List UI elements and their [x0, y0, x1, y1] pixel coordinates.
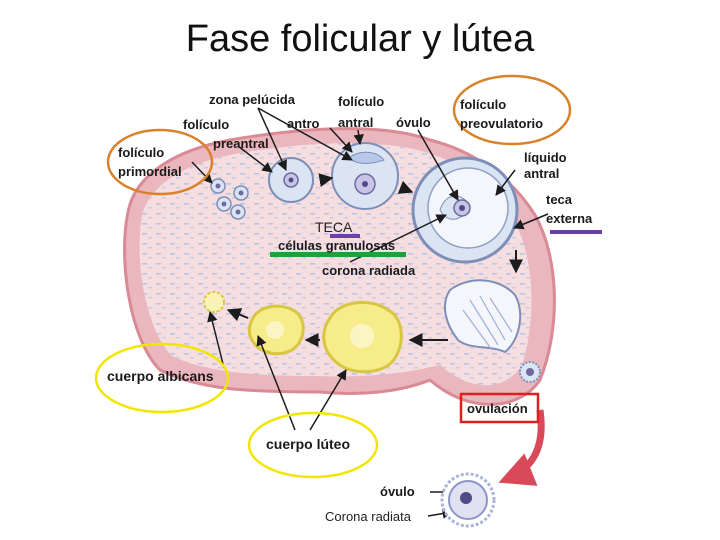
label-foliculo-antral-2: antral [338, 115, 373, 130]
bar-teca-purple-right [550, 230, 602, 234]
bar-teca-purple-left [330, 234, 360, 238]
label-foliculo-primordial-1: folículo [118, 145, 164, 160]
label-foliculo-antral-1: folículo [338, 94, 384, 109]
label-foliculo-preantral-2: preantral [213, 136, 269, 151]
highlight-primordial [106, 128, 214, 196]
ruptured-follicle [443, 279, 522, 354]
highlight-albicans [94, 342, 230, 414]
corpus-luteum-small [247, 304, 305, 356]
label-preovulatorio-1: folículo [460, 97, 506, 112]
corpus-albicans [203, 291, 225, 313]
label-celulas-granulosas: células granulosas [278, 238, 395, 253]
label-liquido-antral-1: líquido [524, 150, 567, 165]
label-ovulacion: ovulación [467, 401, 528, 416]
label-antro: antro [287, 116, 320, 131]
label-corona-radiada: corona radiada [322, 263, 416, 278]
label-foliculo-preantral-1: folículo [183, 117, 229, 132]
label-corona-radiata: Corona radiata [325, 509, 412, 524]
ovulation-arrow [498, 409, 545, 486]
corpus-luteum-large [322, 300, 403, 374]
label-ovulo-bottom: óvulo [380, 484, 415, 499]
bar-granulosa-green [270, 252, 406, 257]
released-ovum [519, 361, 541, 383]
preantral-follicle [268, 157, 314, 203]
antral-follicle [331, 142, 399, 210]
label-cuerpo-luteo: cuerpo lúteo [266, 436, 350, 452]
page-title: Fase folicular y lútea [185, 18, 535, 60]
label-cuerpo-albicans: cuerpo albicans [107, 368, 214, 384]
label-teca-externa-1: teca [546, 192, 573, 207]
label-preovulatorio-2: preovulatorio [460, 116, 543, 131]
label-ovulo-top: óvulo [396, 115, 431, 130]
preovulatory-follicle [411, 156, 519, 264]
primordial-follicles [210, 178, 249, 220]
highlight-luteo [247, 411, 379, 479]
label-zona-pelucida: zona pelúcida [209, 92, 296, 107]
label-foliculo-primordial-2: primordial [118, 164, 182, 179]
highlight-preovulatory [452, 74, 572, 146]
label-liquido-antral-2: antral [524, 166, 559, 181]
label-teca: TECA [315, 219, 353, 235]
ovum-with-corona [440, 472, 496, 528]
label-teca-externa-2: externa [546, 211, 593, 226]
highlight-ovulation [459, 392, 540, 424]
progression-arrows [226, 173, 523, 347]
